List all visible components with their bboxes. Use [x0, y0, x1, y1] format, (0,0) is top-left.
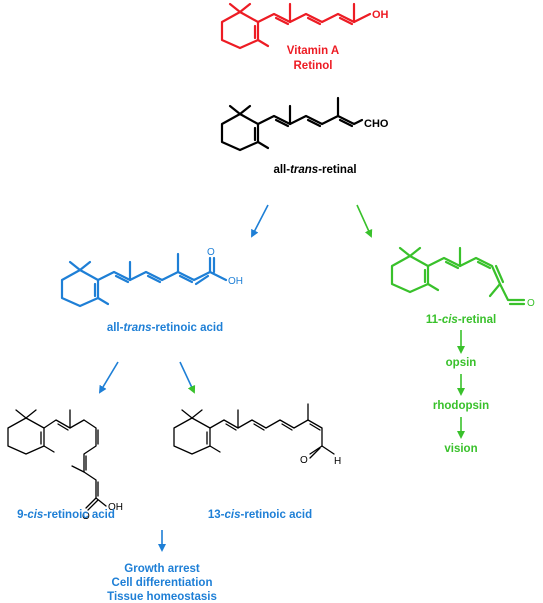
- arrow-to-9-cis: [98, 361, 119, 394]
- opsin-label: opsin: [446, 357, 477, 369]
- retinol-label: Retinol: [294, 60, 333, 72]
- all-trans-retinoic-acid-structure: [60, 252, 228, 308]
- outcome-cell-differentiation: Cell differentiation: [112, 577, 213, 589]
- vitamin-a-oh-label: OH: [372, 9, 389, 21]
- 11-cis-retinal-structure: [390, 246, 526, 306]
- retinoic-acid-o-label: O: [207, 247, 215, 258]
- vitamin-a-structure: [220, 2, 372, 50]
- arrow-to-13-cis: [179, 361, 196, 394]
- 9-cis-oh-label: OH: [108, 502, 123, 513]
- 11-cis-retinal-label: 11-cis-retinal: [426, 314, 496, 326]
- all-trans-retinal-label: all-trans-retinal: [273, 164, 356, 176]
- vision-label: vision: [444, 443, 477, 455]
- 13-cis-h-label: H: [334, 456, 341, 467]
- 9-cis-retinoic-acid-structure: [7, 409, 107, 511]
- 11-cis-retinal-o-label: O: [527, 298, 535, 309]
- outcome-tissue-homeostasis: Tissue homeostasis: [107, 591, 217, 603]
- 9-cis-retinoic-acid-label: 9-cis-retinoic acid: [17, 509, 115, 521]
- 13-cis-retinoic-acid-structure: [173, 403, 335, 459]
- vitamin-a-label: Vitamin A: [287, 45, 339, 57]
- all-trans-retinal-structure: [220, 96, 364, 152]
- rhodopsin-label: rhodopsin: [433, 400, 489, 412]
- retinoic-acid-oh-label: OH: [228, 276, 243, 287]
- 13-cis-o-label: O: [300, 455, 308, 466]
- arrow-to-retinoic-acid: [251, 204, 269, 238]
- 13-cis-retinoic-acid-label: 13-cis-retinoic acid: [208, 509, 312, 521]
- arrow-to-11-cis-retinal: [356, 204, 373, 238]
- all-trans-retinoic-acid-label: all-trans-retinoic acid: [107, 322, 223, 334]
- 9-cis-o-label: O: [82, 511, 90, 522]
- retinal-cho-label: CHO: [364, 118, 389, 130]
- outcome-growth-arrest: Growth arrest: [124, 563, 200, 575]
